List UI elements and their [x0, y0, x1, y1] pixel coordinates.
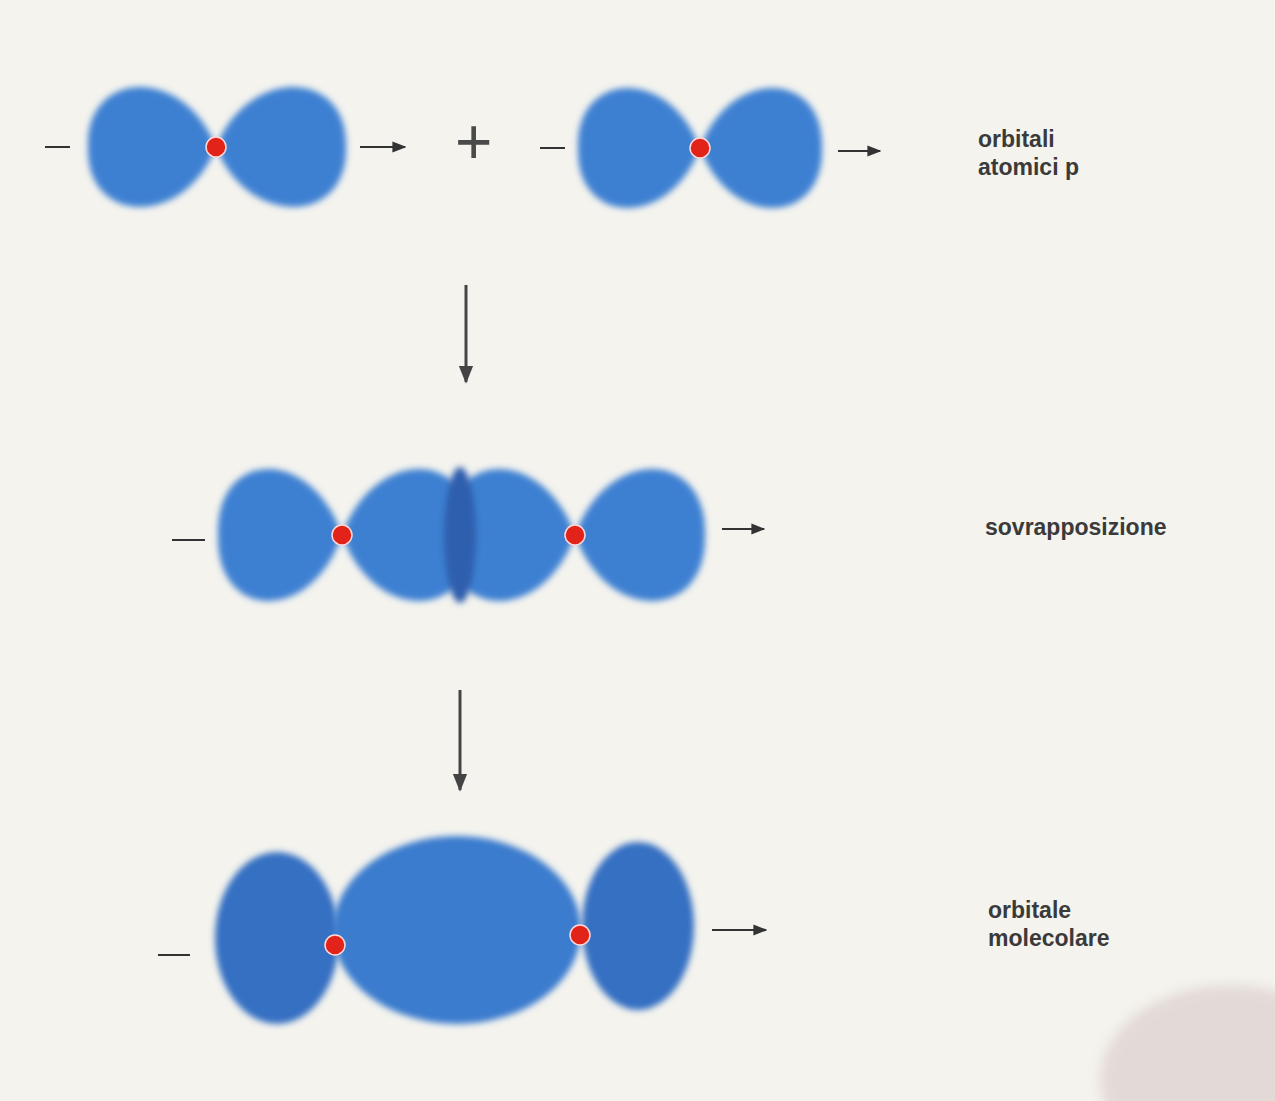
- stage-label-slot: orbitali atomici p: [978, 126, 1118, 181]
- stage-label: orbitali atomici p: [978, 126, 1118, 181]
- nucleus: [570, 925, 590, 945]
- stage-label: orbitale molecolare: [988, 897, 1128, 952]
- orbital-lobe: [88, 87, 216, 207]
- molecular-orbital-lobe: [215, 852, 339, 1024]
- page-shadow: [1100, 985, 1275, 1101]
- nucleus: [206, 137, 226, 157]
- nucleus: [565, 525, 585, 545]
- molecular-orbital-lobe: [582, 842, 694, 1010]
- stage-label-slot: orbitale molecolare: [988, 897, 1128, 952]
- stage-label: sovrapposizione: [985, 514, 1166, 542]
- plus-sign: +: [455, 110, 492, 174]
- axis-marks: [45, 147, 880, 955]
- orbital-lobe: [578, 88, 700, 208]
- nucleus: [332, 525, 352, 545]
- orbital-lobe: [218, 469, 342, 601]
- orbital-lobe: [575, 469, 705, 601]
- overlap-region: [444, 467, 476, 603]
- nucleus: [325, 935, 345, 955]
- orbital-lobe: [216, 87, 346, 207]
- stage-label-slot: sovrapposizione: [985, 514, 1166, 542]
- step-arrows: [460, 285, 466, 790]
- molecular-orbital-lobe: [333, 836, 581, 1024]
- nucleus: [690, 138, 710, 158]
- orbital-lobe: [700, 88, 822, 208]
- plus-sign-slot: +: [455, 110, 492, 174]
